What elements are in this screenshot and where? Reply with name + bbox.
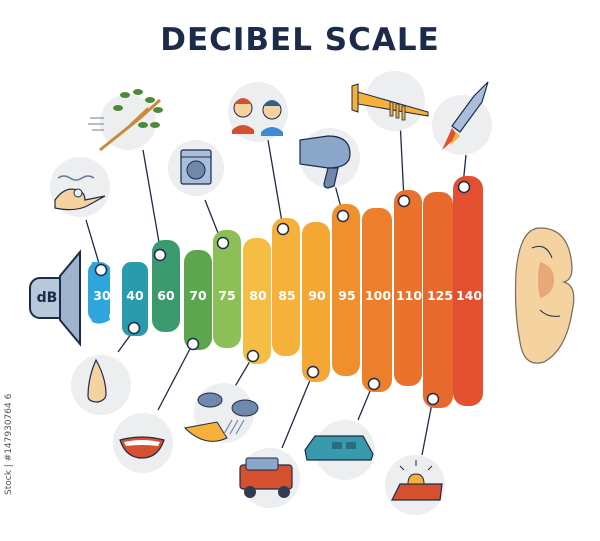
nose-icon [71,355,131,415]
speaker-icon: dB [29,249,81,347]
band-label: 90 [308,288,326,303]
connector-lines [85,119,467,456]
stock-credit: Stock | #147930764 6 [2,393,18,495]
whisper-hand-icon [50,157,110,217]
siren-icon [385,455,445,515]
trumpet-icon [351,71,429,131]
band-label: 60 [157,288,175,303]
band-label: 75 [218,288,235,303]
talking-people-icon [228,82,288,142]
train-icon [304,420,375,480]
band-30: 30 [88,262,111,324]
band-label: 85 [278,288,295,303]
tree-branch-icon [88,89,163,152]
band-label: 80 [249,288,267,303]
band-125: 125 [423,192,453,408]
band-40: 40 [122,262,148,336]
band-70: 70 [184,250,212,351]
band-label: 70 [189,288,207,303]
band-label: 140 [456,288,482,303]
rocket-icon [432,81,492,155]
band-140: 140 [453,176,483,406]
band-90: 90 [302,222,330,382]
speaker-db-label: dB [37,290,58,306]
hair-dryer-icon [299,128,360,189]
band-80: 80 [243,238,271,364]
page-title: DECIBEL SCALE [160,22,440,58]
band-label: 30 [93,288,111,303]
band-100: 100 [362,208,392,392]
ear-icon [514,227,575,364]
band-110: 110 [394,190,422,386]
rain-cloud-icon [183,383,259,443]
band-95: 95 [332,204,360,376]
band-label: 125 [427,288,453,303]
band-75: 75 [213,230,241,348]
band-label: 95 [338,288,355,303]
band-60: 60 [152,240,180,332]
laughing-mouth-icon [113,413,173,473]
credit-text: Stock | #147930764 6 [4,393,14,495]
band-85: 85 [272,218,300,356]
band-label: 100 [365,288,391,303]
washing-machine-icon [168,140,224,196]
band-label: 40 [126,288,144,303]
band-label: 110 [396,288,422,303]
car-icon [239,448,300,508]
